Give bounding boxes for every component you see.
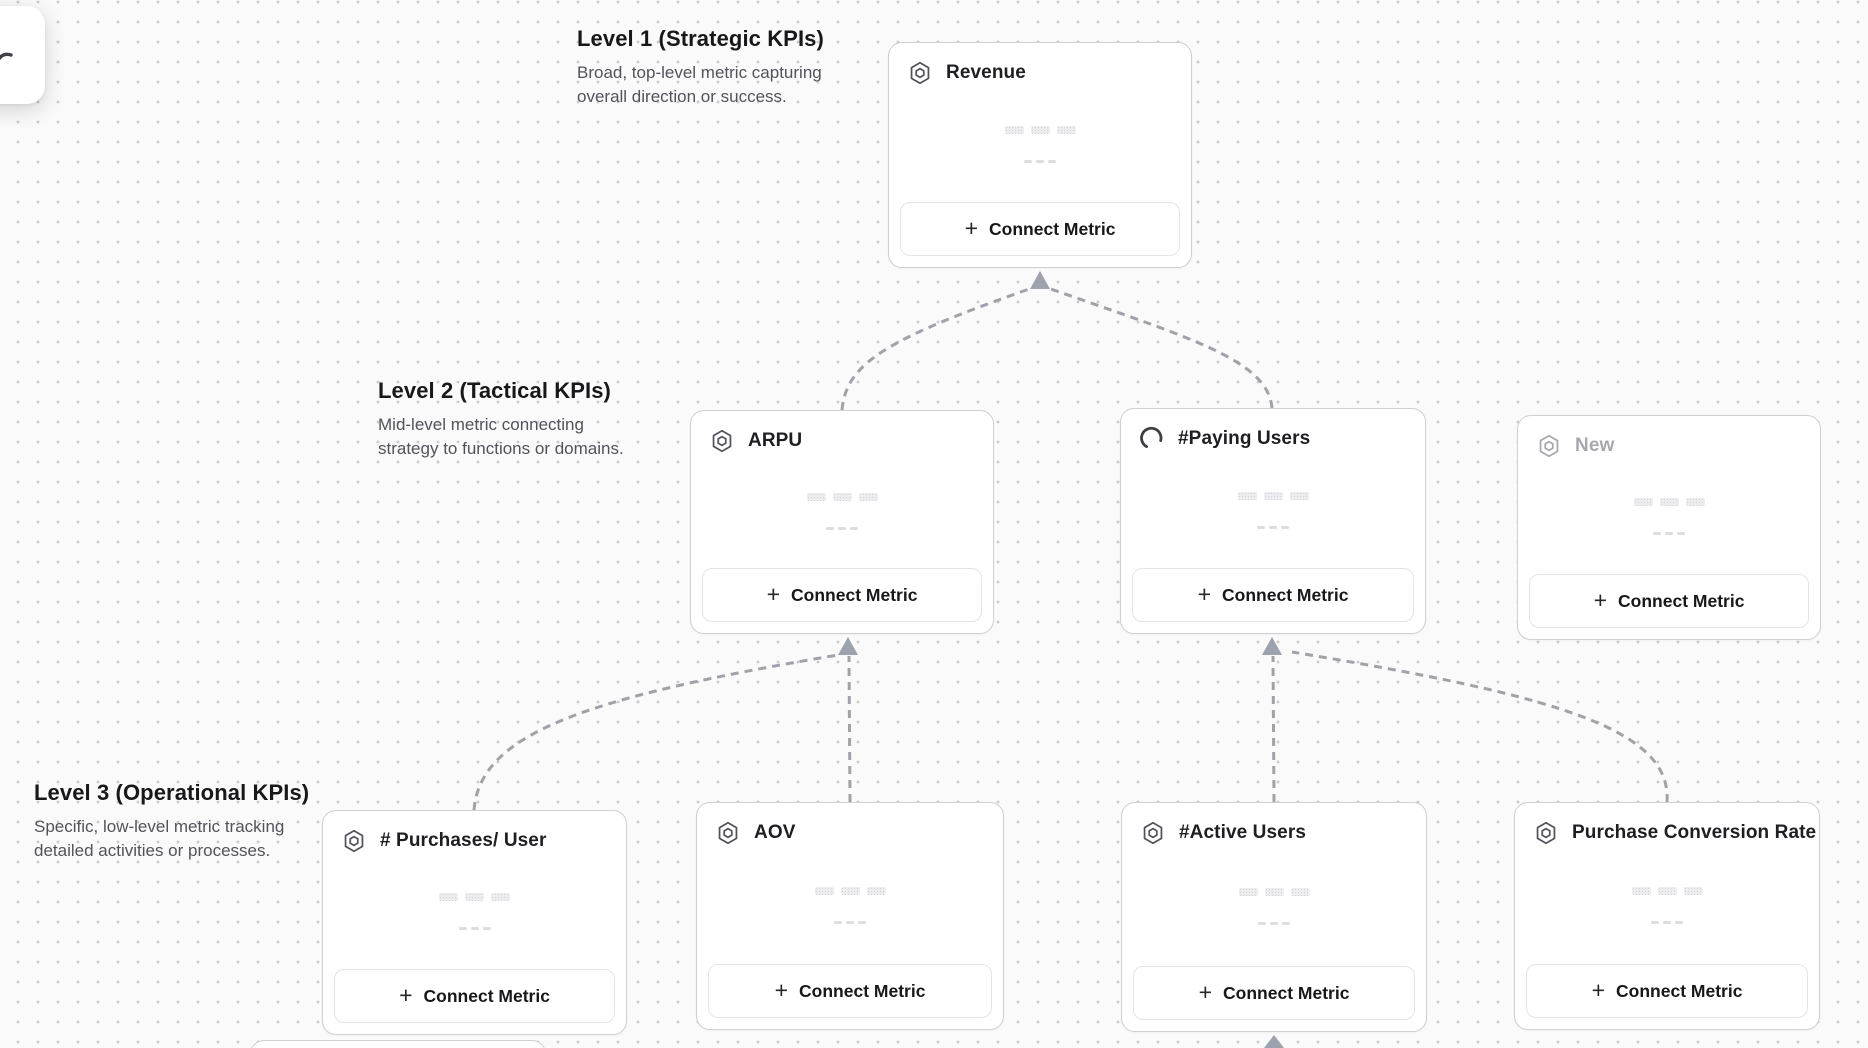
card-title: New <box>1575 435 1615 456</box>
connect-metric-label: Connect Metric <box>423 985 550 1006</box>
metric-hexagon-icon <box>709 428 735 454</box>
connector-arpu-to-revenue <box>840 286 1033 411</box>
card-title: #Paying Users <box>1178 428 1311 449</box>
card-header: Purchase Conversion Rate <box>1515 803 1819 846</box>
card-skeleton <box>697 846 1003 964</box>
card-skeleton <box>1121 452 1425 568</box>
metric-card-purchase-conversion-rate[interactable]: Purchase Conversion Rate + Connect Metri… <box>1514 802 1820 1030</box>
level-1-title: Level 1 (Strategic KPIs) <box>577 26 824 51</box>
card-header: AOV <box>697 803 1003 846</box>
connect-metric-label: Connect Metric <box>989 218 1116 239</box>
card-title: AOV <box>754 822 796 843</box>
card-title: #Active Users <box>1179 822 1306 843</box>
card-header: ARPU <box>691 411 993 454</box>
card-skeleton <box>1515 846 1819 964</box>
level-3-label: Level 3 (Operational KPIs) Specific, low… <box>34 780 334 863</box>
connect-metric-button[interactable]: + Connect Metric <box>900 202 1180 256</box>
metric-card-paying-users[interactable]: #Paying Users + Connect Metric <box>1120 408 1426 634</box>
metric-hexagon-icon <box>1536 433 1562 459</box>
connector-aov-to-arpu <box>847 655 852 803</box>
plus-icon: + <box>774 976 789 1003</box>
connect-metric-button[interactable]: + Connect Metric <box>708 964 992 1018</box>
connect-metric-button[interactable]: + Connect Metric <box>1526 964 1808 1018</box>
level-3-description: Specific, low-level metric tracking deta… <box>34 817 285 860</box>
connect-metric-label: Connect Metric <box>1618 590 1745 611</box>
level-2-title: Level 2 (Tactical KPIs) <box>378 378 611 403</box>
metric-hexagon-icon <box>715 820 741 846</box>
card-skeleton <box>1518 459 1820 574</box>
arrowhead-into-active <box>1264 1035 1284 1048</box>
card-header: #Paying Users <box>1121 409 1425 452</box>
card-title: # Purchases/ User <box>380 830 547 851</box>
plus-icon: + <box>1591 976 1606 1003</box>
card-header: #Active Users <box>1122 803 1426 846</box>
connect-metric-button[interactable]: + Connect Metric <box>702 568 982 622</box>
level-3-title: Level 3 (Operational KPIs) <box>34 780 310 805</box>
connect-metric-button[interactable]: + Connect Metric <box>1529 574 1809 628</box>
plus-icon: + <box>964 214 979 241</box>
metric-hexagon-icon <box>1533 820 1559 846</box>
connector-pcr-to-paying <box>1291 650 1669 803</box>
level-1-description: Broad, top-level metric capturing overal… <box>577 63 822 106</box>
level-2-description: Mid-level metric connecting strategy to … <box>378 415 624 458</box>
connector-paying-to-revenue <box>1047 286 1274 409</box>
card-skeleton <box>889 86 1191 202</box>
metric-hexagon-icon <box>907 60 933 86</box>
arrowhead-into-revenue <box>1030 271 1050 289</box>
connect-metric-label: Connect Metric <box>1223 982 1350 1003</box>
metric-hexagon-icon <box>1140 820 1166 846</box>
arrowhead-into-arpu <box>838 637 858 655</box>
plus-icon: + <box>766 580 781 607</box>
connect-metric-button[interactable]: + Connect Metric <box>1133 966 1415 1020</box>
connector-purchases-to-arpu <box>472 653 839 811</box>
card-skeleton <box>323 854 626 969</box>
connect-metric-label: Connect Metric <box>1616 980 1743 1001</box>
arrowhead-into-paying <box>1262 637 1282 655</box>
card-header: Revenue <box>889 43 1191 86</box>
connect-metric-button[interactable]: + Connect Metric <box>334 969 615 1023</box>
card-header: # Purchases/ User <box>323 811 626 854</box>
card-title: Purchase Conversion Rate <box>1572 822 1817 843</box>
card-skeleton <box>691 454 993 568</box>
metric-card-partial-bottom[interactable] <box>250 1040 546 1048</box>
plus-icon: + <box>1197 580 1212 607</box>
connect-metric-label: Connect Metric <box>791 584 918 605</box>
plus-icon: + <box>1593 586 1608 613</box>
plus-icon: + <box>1198 978 1213 1005</box>
arrow-glyph-icon <box>0 52 13 61</box>
metric-hexagon-icon <box>341 828 367 854</box>
card-title: Revenue <box>946 62 1026 83</box>
card-title: ARPU <box>748 430 803 451</box>
metric-card-active-users[interactable]: #Active Users + Connect Metric <box>1121 802 1427 1032</box>
level-2-label: Level 2 (Tactical KPIs) Mid-level metric… <box>378 378 668 461</box>
metric-card-arpu[interactable]: ARPU + Connect Metric <box>690 410 994 634</box>
loading-spinner-icon <box>1139 426 1165 452</box>
metric-card-aov[interactable]: AOV + Connect Metric <box>696 802 1004 1030</box>
connect-metric-label: Connect Metric <box>799 980 926 1001</box>
card-header: New <box>1518 416 1820 459</box>
metric-card-new[interactable]: New + Connect Metric <box>1517 415 1821 640</box>
plus-icon: + <box>399 981 413 1008</box>
metric-card-revenue[interactable]: Revenue + Connect Metric <box>888 42 1192 268</box>
connect-metric-button[interactable]: + Connect Metric <box>1132 568 1414 622</box>
connect-metric-label: Connect Metric <box>1222 584 1349 605</box>
card-skeleton <box>1122 846 1426 966</box>
metric-card-purchases-per-user[interactable]: # Purchases/ User + Connect Metric <box>322 810 627 1035</box>
level-1-label: Level 1 (Strategic KPIs) Broad, top-leve… <box>577 26 867 109</box>
connector-active-to-paying <box>1271 655 1276 803</box>
floating-panel-partial[interactable] <box>0 6 45 104</box>
